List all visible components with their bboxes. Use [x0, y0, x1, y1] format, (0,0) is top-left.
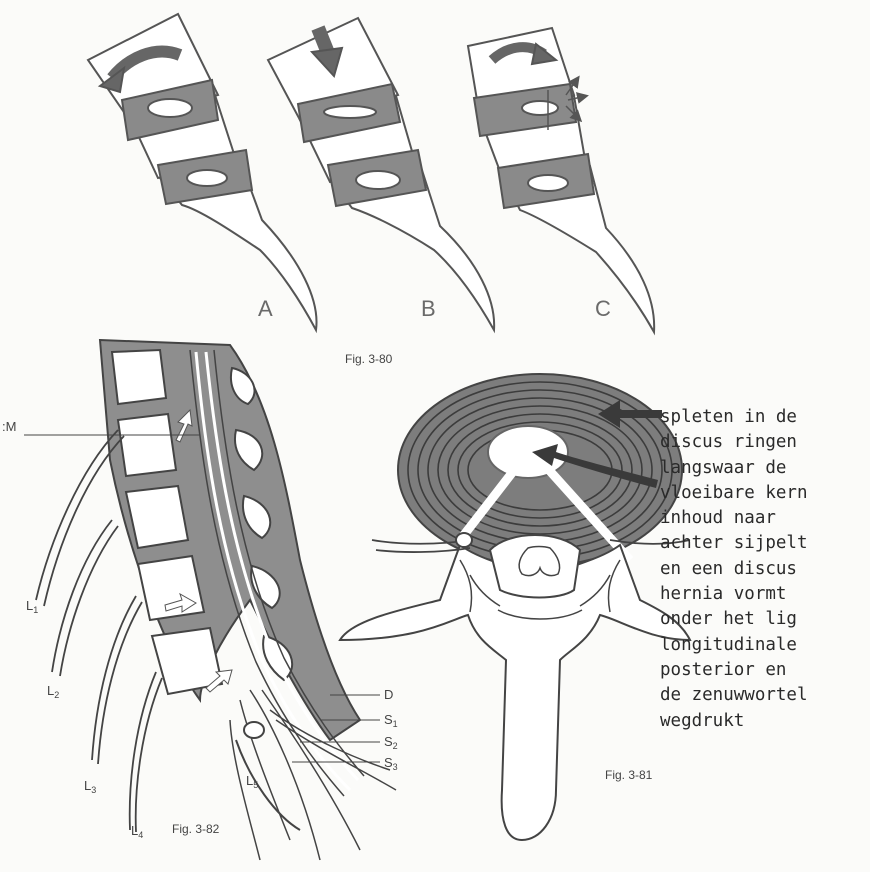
annotation-line: longitudinale: [660, 633, 870, 658]
fig382-label-d: D: [384, 687, 393, 702]
fig382-label-s1: S1: [384, 712, 398, 729]
fig380-label-c: C: [595, 296, 611, 322]
annotation-line: inhoud naar: [660, 506, 870, 531]
fig382-label-s3: S3: [384, 755, 398, 772]
annotation-line: wegdrukt: [660, 709, 870, 734]
fig382-label-l4: L4: [131, 823, 143, 840]
fig382-label-l5: L5: [246, 773, 258, 790]
fig380-label-a: A: [258, 296, 273, 322]
annotation-line: discus ringen: [660, 430, 870, 455]
fig382-caption: Fig. 3-82: [172, 822, 219, 836]
annotation-line: spleten in de: [660, 405, 870, 430]
fig380-label-b: B: [421, 296, 436, 322]
annotation-line: en een discus: [660, 557, 870, 582]
fig381-annotation: spleten in de discus ringen langswaar de…: [660, 405, 870, 734]
fig382-label-l2: L2: [47, 683, 59, 700]
fig382-label-m: :M: [2, 419, 16, 434]
fig381-caption: Fig. 3-81: [605, 768, 652, 782]
fig382-label-s2: S2: [384, 734, 398, 751]
annotation-line: de zenuwwortel: [660, 683, 870, 708]
annotation-line: vloeibare kern: [660, 481, 870, 506]
annotation-line: posterior en: [660, 658, 870, 683]
annotation-line: onder het lig: [660, 607, 870, 632]
fig382-spine: [24, 340, 396, 860]
fig380-caption: Fig. 3-80: [345, 352, 392, 366]
annotation-line: achter sijpelt: [660, 531, 870, 556]
fig382-label-l3: L3: [84, 778, 96, 795]
annotation-line: hernia vormt: [660, 582, 870, 607]
annotation-line: langswaar de: [660, 456, 870, 481]
fig382-label-l1: L1: [26, 598, 38, 615]
fig380-panel-c: [468, 28, 654, 332]
